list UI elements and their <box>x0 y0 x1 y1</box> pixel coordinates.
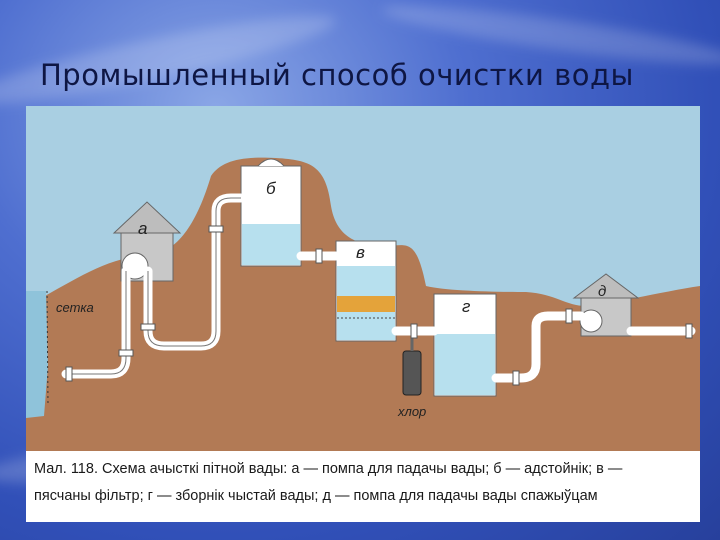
water-treatment-figure: сетка а б в г <box>26 106 700 522</box>
settling-tank-b: б <box>241 159 301 266</box>
clean-water-reservoir-g: г <box>434 294 496 396</box>
pump-d-label: д <box>598 283 606 300</box>
net-label: сетка <box>56 300 94 315</box>
chlorine-label: хлор <box>397 404 426 419</box>
caption-line-1: Мал. 118. Схема ачысткі пітной вады: а —… <box>34 456 694 483</box>
figure-caption: Мал. 118. Схема ачысткі пітной вады: а —… <box>34 456 694 510</box>
sand-filter-v: в <box>336 241 396 341</box>
treatment-diagram: сетка а б в г <box>26 106 700 451</box>
slide-title: Промышленный способ очистки воды <box>40 58 700 92</box>
caption-line-2: пясчаны фільтр; г — зборнік чыстай вады;… <box>34 483 694 510</box>
river-water <box>26 291 48 418</box>
pump-a-label: а <box>138 219 147 238</box>
filter-v-label: в <box>356 243 365 262</box>
reservoir-g-label: г <box>462 297 470 316</box>
tank-b-label: б <box>266 179 277 198</box>
